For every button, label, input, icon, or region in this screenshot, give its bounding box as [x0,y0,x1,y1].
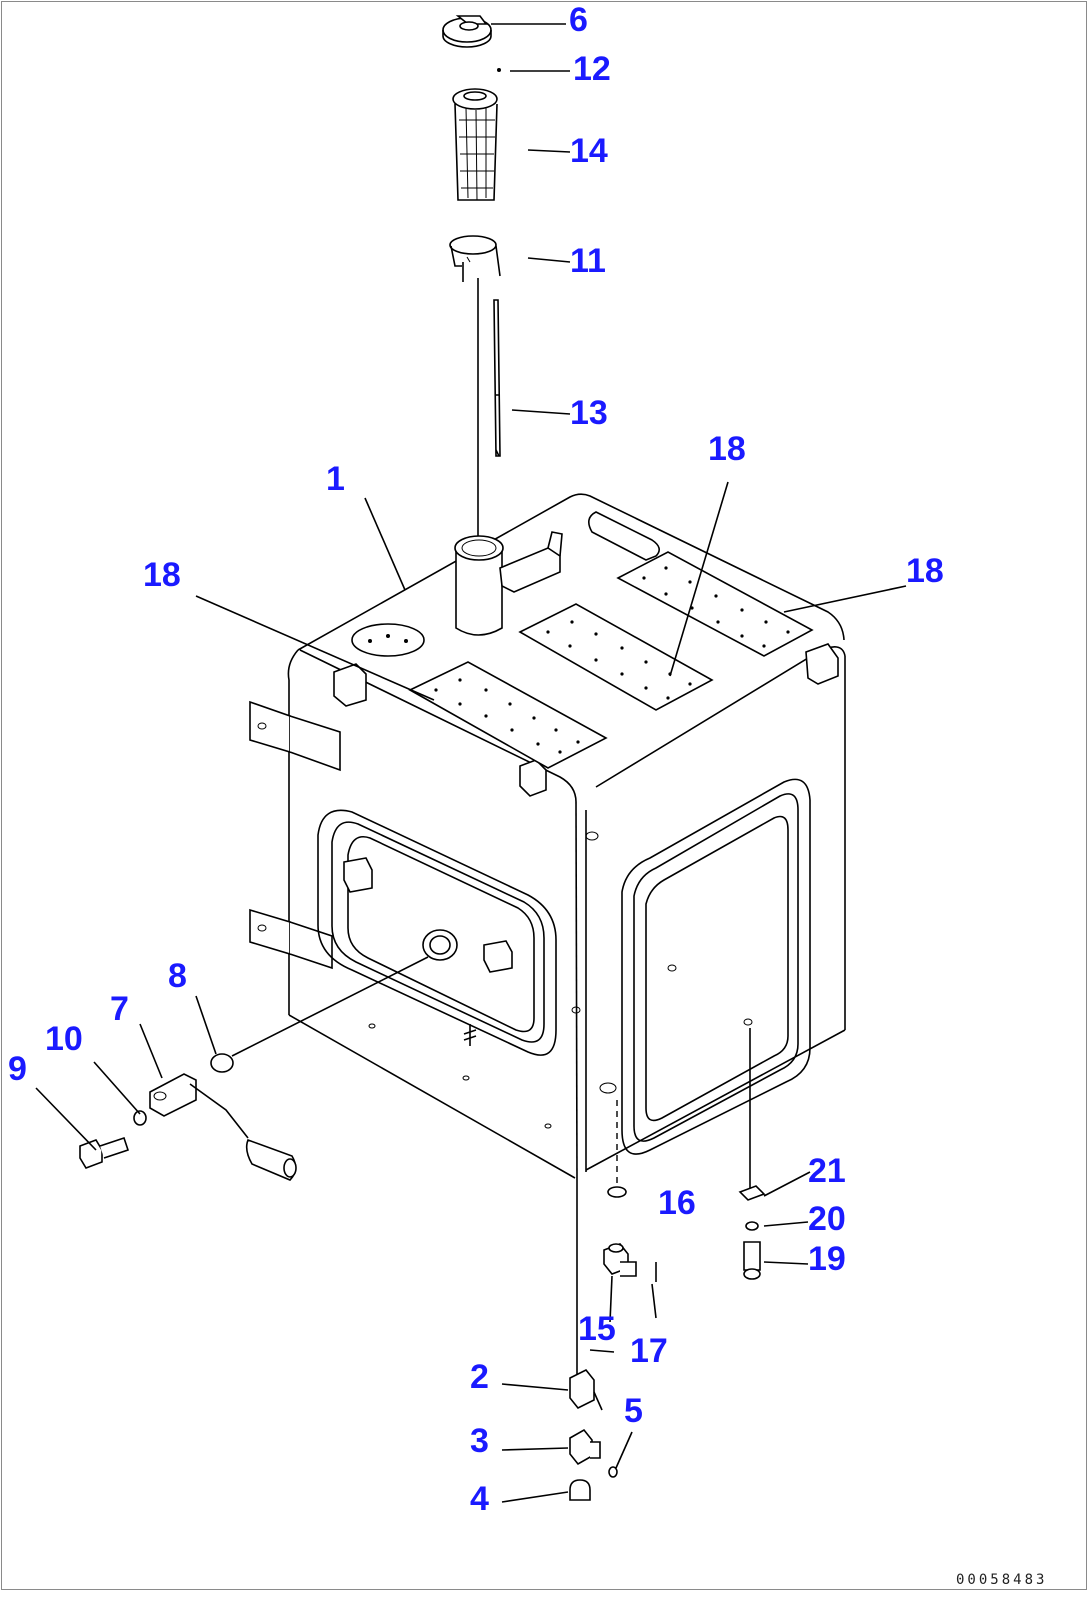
sensor-part-7 [149,1073,297,1181]
callout-labels: 6 12 14 11 13 18 1 18 18 8 7 10 9 21 16 … [8,1,944,1518]
callout-21: 21 [808,1152,846,1190]
callout-13: 13 [570,394,608,432]
pin-part-12 [497,68,501,72]
callout-11: 11 [570,242,606,280]
washer-part-20 [745,1221,759,1231]
bolt-part-19 [743,1241,761,1280]
callout-18-right: 18 [906,552,944,590]
callout-1: 1 [326,460,345,498]
callout-15: 15 [578,1310,616,1348]
callout-10: 10 [45,1020,83,1058]
drawing-number: 00058483 [956,1572,1047,1588]
callout-18-left: 18 [143,556,181,594]
leader-sender [231,956,429,1057]
cap-part-8 [210,1053,234,1073]
callout-3: 3 [470,1422,489,1460]
callout-4: 4 [470,1480,489,1518]
bolt-part-9 [79,1136,130,1169]
callout-14: 14 [570,132,608,170]
callout-2: 2 [470,1358,489,1396]
washer-part-10 [133,1110,147,1126]
callout-9: 9 [8,1050,27,1088]
callout-20: 20 [808,1200,846,1238]
strainer-part-14 [452,88,498,201]
callout-7: 7 [110,990,129,1028]
fuel-tank-body-part-1 [249,493,846,1181]
callout-19: 19 [808,1240,846,1278]
plug-part-16 [607,1186,627,1198]
ring-part-5 [608,1466,618,1478]
leader-lines [35,23,907,1503]
callout-17: 17 [630,1332,668,1370]
valve-part-15 [603,1243,637,1277]
elbow-part-2 [569,1368,603,1411]
callout-12: 12 [573,50,611,88]
callout-5: 5 [624,1392,643,1430]
level-gauge-part-13 [493,299,501,457]
tee-part-3 [569,1428,601,1466]
callout-8: 8 [168,957,187,995]
plug-part-4 [569,1479,591,1501]
plate-part-21 [738,1185,766,1201]
callout-16: 16 [658,1184,696,1222]
callout-18-top: 18 [708,430,746,468]
callout-6: 6 [569,1,588,39]
filler-cap-part-6 [442,15,492,48]
ring-part-11 [449,235,501,282]
